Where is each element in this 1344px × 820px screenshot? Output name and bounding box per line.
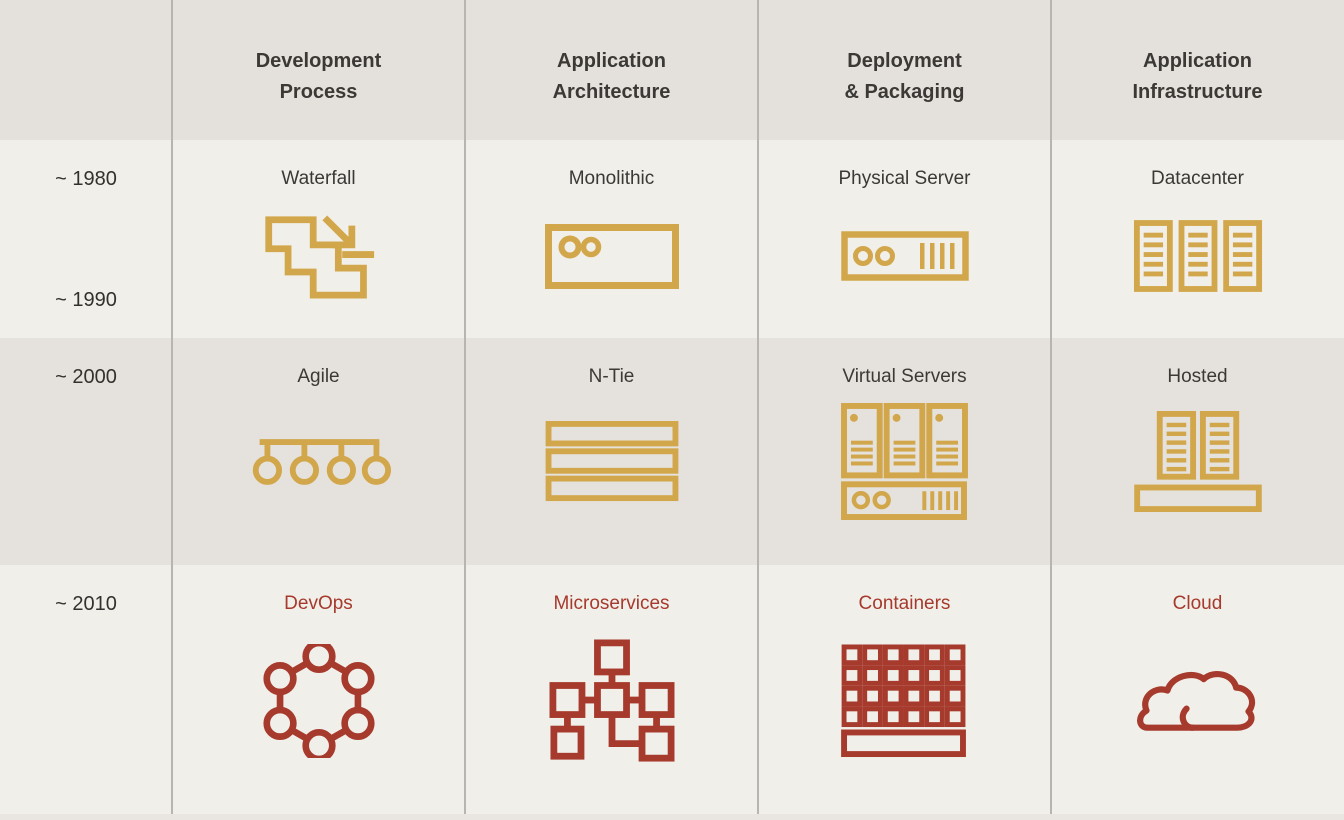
cell-label: N-Tie — [588, 366, 635, 387]
cell-label: Datacenter — [1151, 168, 1244, 189]
cell-waterfall: Waterfall — [172, 140, 465, 338]
cell-containers: Containers — [758, 565, 1051, 820]
physical-server-icon — [840, 231, 969, 281]
cloud-icon — [1136, 670, 1255, 731]
header-application-architecture: Application Architecture — [465, 0, 758, 140]
column-divider — [171, 0, 173, 814]
header-line: Application — [557, 50, 666, 72]
header-line: Architecture — [552, 81, 671, 103]
cell-virtual-servers: Virtual Servers — [758, 338, 1051, 565]
year-cell-1980-1990: ~ 1980 ~ 1990 — [0, 140, 172, 338]
icon-wrap — [1051, 388, 1344, 535]
cell-label: Agile — [297, 366, 340, 387]
header-line: Process — [279, 81, 358, 103]
containers-icon — [840, 643, 966, 757]
cell-cloud: Cloud — [1051, 565, 1344, 820]
cell-label: Virtual Servers — [842, 366, 967, 387]
year-label: ~ 1990 — [55, 289, 117, 311]
cell-hosted: Hosted — [1051, 338, 1344, 565]
header-line: Deployment — [847, 50, 962, 72]
column-divider — [1050, 0, 1052, 814]
icon-wrap — [758, 388, 1051, 535]
monolithic-icon — [544, 223, 679, 289]
header-row-stripe — [0, 0, 1344, 140]
cell-microservices: Microservices — [465, 565, 758, 820]
column-divider — [464, 0, 466, 814]
corner-cell — [0, 0, 172, 140]
header-application-infrastructure: Application Infrastructure — [1051, 0, 1344, 140]
year-label: ~ 2000 — [55, 366, 117, 388]
agile-icon — [252, 439, 391, 485]
microservices-icon — [549, 638, 674, 762]
n-tier-icon — [545, 420, 678, 501]
cell-monolithic: Monolithic — [465, 140, 758, 338]
cell-label: Physical Server — [838, 168, 971, 189]
header-line: Infrastructure — [1132, 81, 1263, 103]
year-cell-2010: ~ 2010 — [0, 565, 172, 820]
icon-wrap — [758, 615, 1051, 786]
icon-wrap — [758, 190, 1051, 322]
header-line: Development — [255, 50, 382, 72]
datacenter-icon — [1133, 220, 1262, 292]
cell-devops: DevOps — [172, 565, 465, 820]
header-line: Application — [1143, 50, 1252, 72]
column-divider — [757, 0, 759, 814]
cell-label: Containers — [858, 593, 951, 614]
icon-wrap — [465, 615, 758, 786]
icon-wrap — [172, 190, 465, 322]
icon-wrap — [172, 388, 465, 535]
cell-physical-server: Physical Server — [758, 140, 1051, 338]
cell-label: Waterfall — [281, 168, 356, 189]
year-cell-2000: ~ 2000 — [0, 338, 172, 565]
hosted-icon — [1133, 410, 1262, 512]
cell-agile: Agile — [172, 338, 465, 565]
virtual-servers-icon — [841, 403, 968, 520]
footer-strip — [0, 814, 1344, 820]
header-development-process: Development Process — [172, 0, 465, 140]
icon-wrap — [1051, 190, 1344, 322]
cell-label: DevOps — [284, 593, 353, 614]
header-deployment-packaging: Deployment & Packaging — [758, 0, 1051, 140]
cell-datacenter: Datacenter — [1051, 140, 1344, 338]
year-label: ~ 1980 — [55, 168, 117, 190]
cell-label: Monolithic — [568, 168, 655, 189]
icon-wrap — [465, 190, 758, 322]
icon-wrap — [465, 388, 758, 535]
devops-icon — [262, 643, 375, 758]
waterfall-icon — [264, 214, 374, 299]
cell-label: Cloud — [1172, 593, 1223, 614]
header-line: & Packaging — [844, 81, 965, 103]
icon-wrap — [172, 615, 465, 786]
cell-label: Hosted — [1167, 366, 1228, 387]
cell-n-tier: N-Tie — [465, 338, 758, 565]
year-label: ~ 2010 — [55, 593, 117, 615]
cell-label: Microservices — [553, 593, 670, 614]
icon-wrap — [1051, 615, 1344, 786]
